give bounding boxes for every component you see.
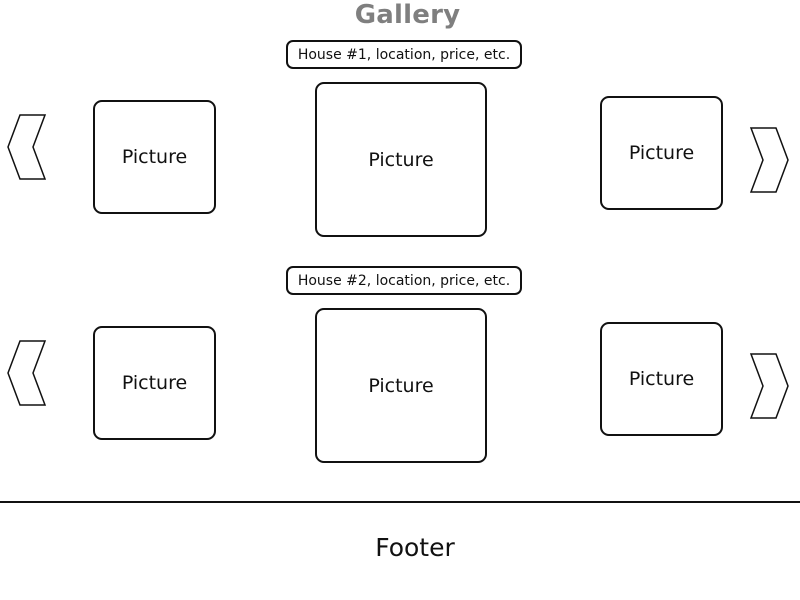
picture-label: Picture: [368, 148, 434, 171]
picture-label: Picture: [628, 142, 695, 164]
house-2-picture-left[interactable]: Picture: [93, 326, 216, 440]
picture-label: Picture: [628, 368, 695, 390]
footer: Footer: [375, 533, 455, 562]
row-1-prev-button[interactable]: [7, 114, 47, 180]
chevron-left-icon: [7, 114, 47, 180]
house-1-caption: House #1, location, price, etc.: [286, 40, 522, 69]
house-2-picture-center[interactable]: Picture: [315, 308, 487, 463]
page-title: Gallery: [354, 0, 461, 30]
row-1-next-button[interactable]: [749, 127, 789, 193]
house-2-caption: House #2, location, price, etc.: [286, 266, 522, 295]
house-2-picture-right[interactable]: Picture: [600, 322, 723, 436]
house-1-picture-center[interactable]: Picture: [315, 82, 487, 237]
chevron-right-icon: [749, 353, 789, 419]
house-1-picture-right[interactable]: Picture: [600, 96, 723, 210]
picture-label: Picture: [121, 146, 188, 168]
chevron-right-icon: [749, 127, 789, 193]
picture-label: Picture: [121, 372, 188, 394]
chevron-left-icon: [7, 340, 47, 406]
picture-label: Picture: [368, 374, 434, 397]
row-2-next-button[interactable]: [749, 353, 789, 419]
row-2-prev-button[interactable]: [7, 340, 47, 406]
house-1-picture-left[interactable]: Picture: [93, 100, 216, 214]
footer-divider: [0, 501, 800, 503]
